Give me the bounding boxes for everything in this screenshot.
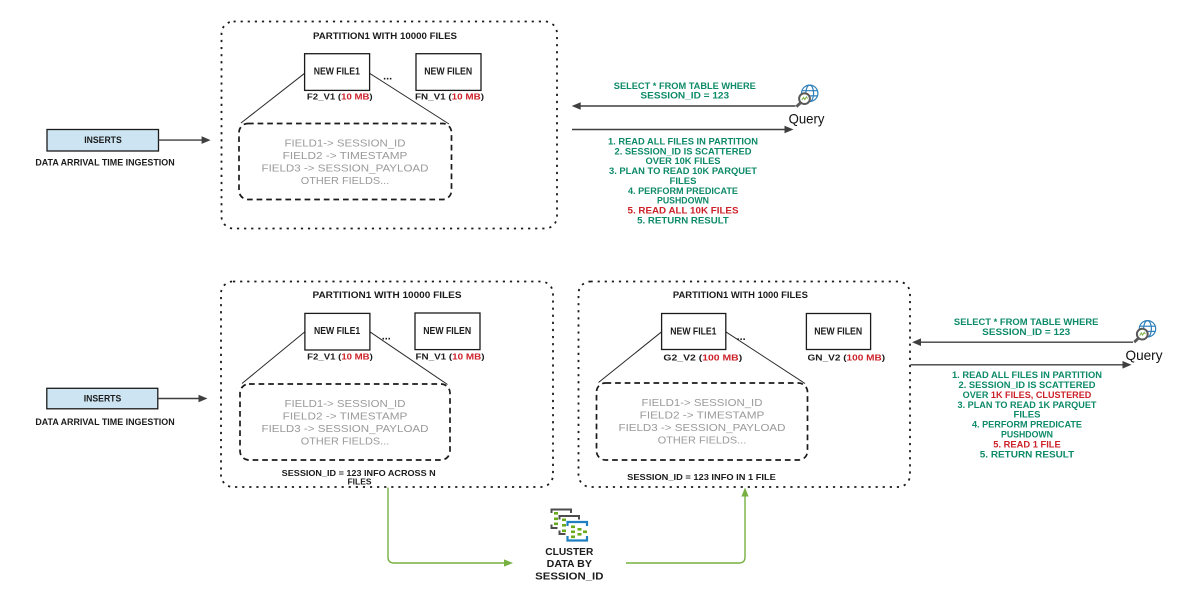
svg-text:3. PLAN TO READ 10K PARQUET: 3. PLAN TO READ 10K PARQUET [609, 166, 758, 176]
svg-text:CLUSTER: CLUSTER [545, 547, 594, 558]
svg-text:DATA ARRIVAL TIME INGESTION: DATA ARRIVAL TIME INGESTION [35, 417, 174, 427]
svg-text:DATA BY: DATA BY [547, 559, 593, 570]
svg-text:SESSION_ID = 123 INFO ACROSS N: SESSION_ID = 123 INFO ACROSS N [282, 468, 436, 478]
svg-text:SESSION_ID = 123 INFO IN 1 FIL: SESSION_ID = 123 INFO IN 1 FILE [627, 472, 776, 482]
svg-text:FIELD1-> SESSION_ID: FIELD1-> SESSION_ID [642, 397, 763, 409]
svg-text:FIELD3 -> SESSION_PAYLOAD: FIELD3 -> SESSION_PAYLOAD [619, 422, 786, 434]
svg-text:SELECT * FROM TABLE WHERE: SELECT * FROM TABLE WHERE [954, 317, 1099, 327]
svg-text:FIELD2 -> TIMESTAMP: FIELD2 -> TIMESTAMP [640, 410, 765, 422]
svg-text:NEW FILEN: NEW FILEN [424, 67, 472, 78]
svg-text:SELECT * FROM TABLE WHERE: SELECT * FROM TABLE WHERE [614, 81, 756, 91]
svg-text:FIELD1-> SESSION_ID: FIELD1-> SESSION_ID [285, 398, 406, 410]
svg-text:...: ... [382, 331, 391, 343]
svg-text:FIELD1-> SESSION_ID: FIELD1-> SESSION_ID [285, 138, 406, 150]
svg-text:INSERTS: INSERTS [84, 394, 122, 405]
svg-text:FILES: FILES [1014, 410, 1041, 420]
svg-text:4. PERFORM PREDICATE: 4. PERFORM PREDICATE [628, 186, 738, 196]
svg-text:PUSHDOWN: PUSHDOWN [657, 196, 709, 206]
svg-text:OTHER FIELDS...: OTHER FIELDS... [301, 436, 390, 448]
svg-text:1. READ ALL FILES IN PARTITION: 1. READ ALL FILES IN PARTITION [608, 136, 758, 146]
svg-text:OVER 10K FILES: OVER 10K FILES [646, 156, 721, 166]
svg-text:OVER 1K FILES, CLUSTERED: OVER 1K FILES, CLUSTERED [963, 390, 1092, 400]
svg-text:FILES: FILES [348, 477, 372, 487]
svg-text:PUSHDOWN: PUSHDOWN [1001, 430, 1053, 440]
svg-text:NEW FILE1: NEW FILE1 [314, 67, 361, 78]
svg-text:SESSION_ID = 123: SESSION_ID = 123 [640, 91, 729, 101]
svg-text:PARTITION1 WITH 10000 FILES: PARTITION1 WITH 10000 FILES [313, 31, 457, 42]
svg-text:5. RETURN RESULT: 5. RETURN RESULT [637, 215, 729, 225]
svg-text:2. SESSION_ID IS SCATTERED: 2. SESSION_ID IS SCATTERED [615, 146, 753, 156]
svg-text:Query: Query [789, 111, 825, 127]
svg-text:Query: Query [1126, 347, 1163, 363]
svg-text:PARTITION1 WITH 10000 FILES: PARTITION1 WITH 10000 FILES [313, 290, 462, 301]
svg-text:FN_V1 (10 MB): FN_V1 (10 MB) [415, 91, 484, 101]
svg-text:PARTITION1 WITH 1000 FILES: PARTITION1 WITH 1000 FILES [673, 290, 808, 301]
svg-text:F2_V1 (10 MB): F2_V1 (10 MB) [307, 91, 373, 101]
svg-text:OTHER FIELDS...: OTHER FIELDS... [658, 435, 747, 447]
svg-text:NEW FILEN: NEW FILEN [814, 326, 862, 337]
svg-text:FILES: FILES [670, 176, 697, 186]
svg-text:...: ... [737, 331, 746, 343]
svg-text:FIELD2 -> TIMESTAMP: FIELD2 -> TIMESTAMP [283, 150, 408, 162]
svg-text:SESSION_ID = 123: SESSION_ID = 123 [982, 327, 1070, 337]
svg-text:G2_V2 (100 MB): G2_V2 (100 MB) [663, 352, 742, 362]
svg-text:NEW FILE1: NEW FILE1 [670, 326, 717, 337]
svg-text:FIELD3 -> SESSION_PAYLOAD: FIELD3 -> SESSION_PAYLOAD [262, 163, 429, 175]
svg-text:...: ... [383, 71, 392, 83]
svg-text:GN_V2 (100 MB): GN_V2 (100 MB) [808, 352, 886, 362]
svg-text:5. READ 1 FILE: 5. READ 1 FILE [993, 440, 1061, 450]
svg-text:DATA ARRIVAL TIME INGESTION: DATA ARRIVAL TIME INGESTION [35, 158, 174, 168]
svg-text:4. PERFORM PREDICATE: 4. PERFORM PREDICATE [972, 420, 1082, 430]
svg-text:FIELD3 -> SESSION_PAYLOAD: FIELD3 -> SESSION_PAYLOAD [262, 423, 429, 435]
svg-text:NEW FILE1: NEW FILE1 [314, 326, 361, 337]
svg-text:INSERTS: INSERTS [84, 135, 122, 146]
svg-text:NEW FILEN: NEW FILEN [423, 326, 471, 337]
svg-text:3. PLAN TO READ 1K PARQUET: 3. PLAN TO READ 1K PARQUET [958, 400, 1098, 410]
svg-text:F2_V1 (10 MB): F2_V1 (10 MB) [307, 352, 373, 362]
svg-text:SESSION_ID: SESSION_ID [535, 571, 603, 582]
svg-text:FIELD2 -> TIMESTAMP: FIELD2 -> TIMESTAMP [283, 411, 408, 423]
svg-text:5. RETURN RESULT: 5. RETURN RESULT [980, 450, 1075, 460]
svg-text:5. READ ALL 10K FILES: 5. READ ALL 10K FILES [628, 206, 739, 216]
svg-text:1. READ ALL FILES IN PARTITION: 1. READ ALL FILES IN PARTITION [952, 370, 1102, 380]
svg-text:FN_V1 (10 MB): FN_V1 (10 MB) [415, 352, 484, 362]
svg-text:OTHER FIELDS...: OTHER FIELDS... [301, 175, 390, 187]
svg-text:2. SESSION_ID IS SCATTERED: 2. SESSION_ID IS SCATTERED [959, 380, 1097, 390]
